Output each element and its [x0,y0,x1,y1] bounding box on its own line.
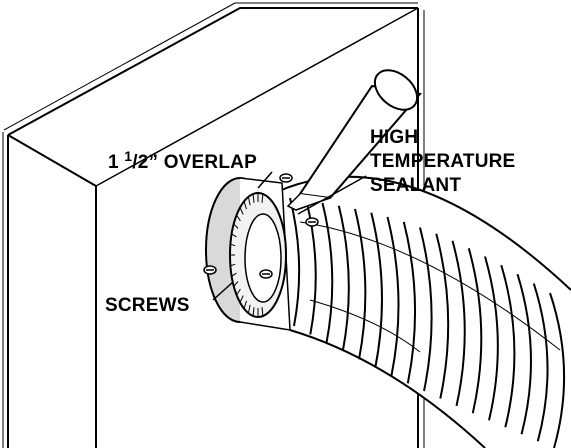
sealant-label-line-2: TEMPERATURE [370,151,516,172]
screws [203,173,319,279]
screw-left [203,265,217,275]
screw-top [279,173,293,183]
screw-right [305,217,319,227]
sealant-label: HIGH TEMPERATURE SEALANT [370,126,515,198]
overlap-label-whole: 1 [108,152,119,173]
flex-duct [267,175,571,448]
duct-ribs [289,197,566,448]
sealant-tube [286,69,422,211]
screws-label: SCREWS [105,295,190,316]
screws-leader [212,281,234,301]
overlap-label-numerator: 1 [124,148,133,164]
sealant-leader [297,175,367,215]
overlap-leader [257,171,273,189]
leader-lines [212,171,367,301]
collar-fitting [205,177,291,331]
sealant-label-line-3: SEALANT [370,175,462,196]
overlap-label-rest: /2” OVERLAP [132,152,257,173]
sealant-label-line-1: HIGH [370,127,419,148]
screw-bottom [259,269,273,279]
overlap-label: 1 1/2” OVERLAP [108,149,257,173]
